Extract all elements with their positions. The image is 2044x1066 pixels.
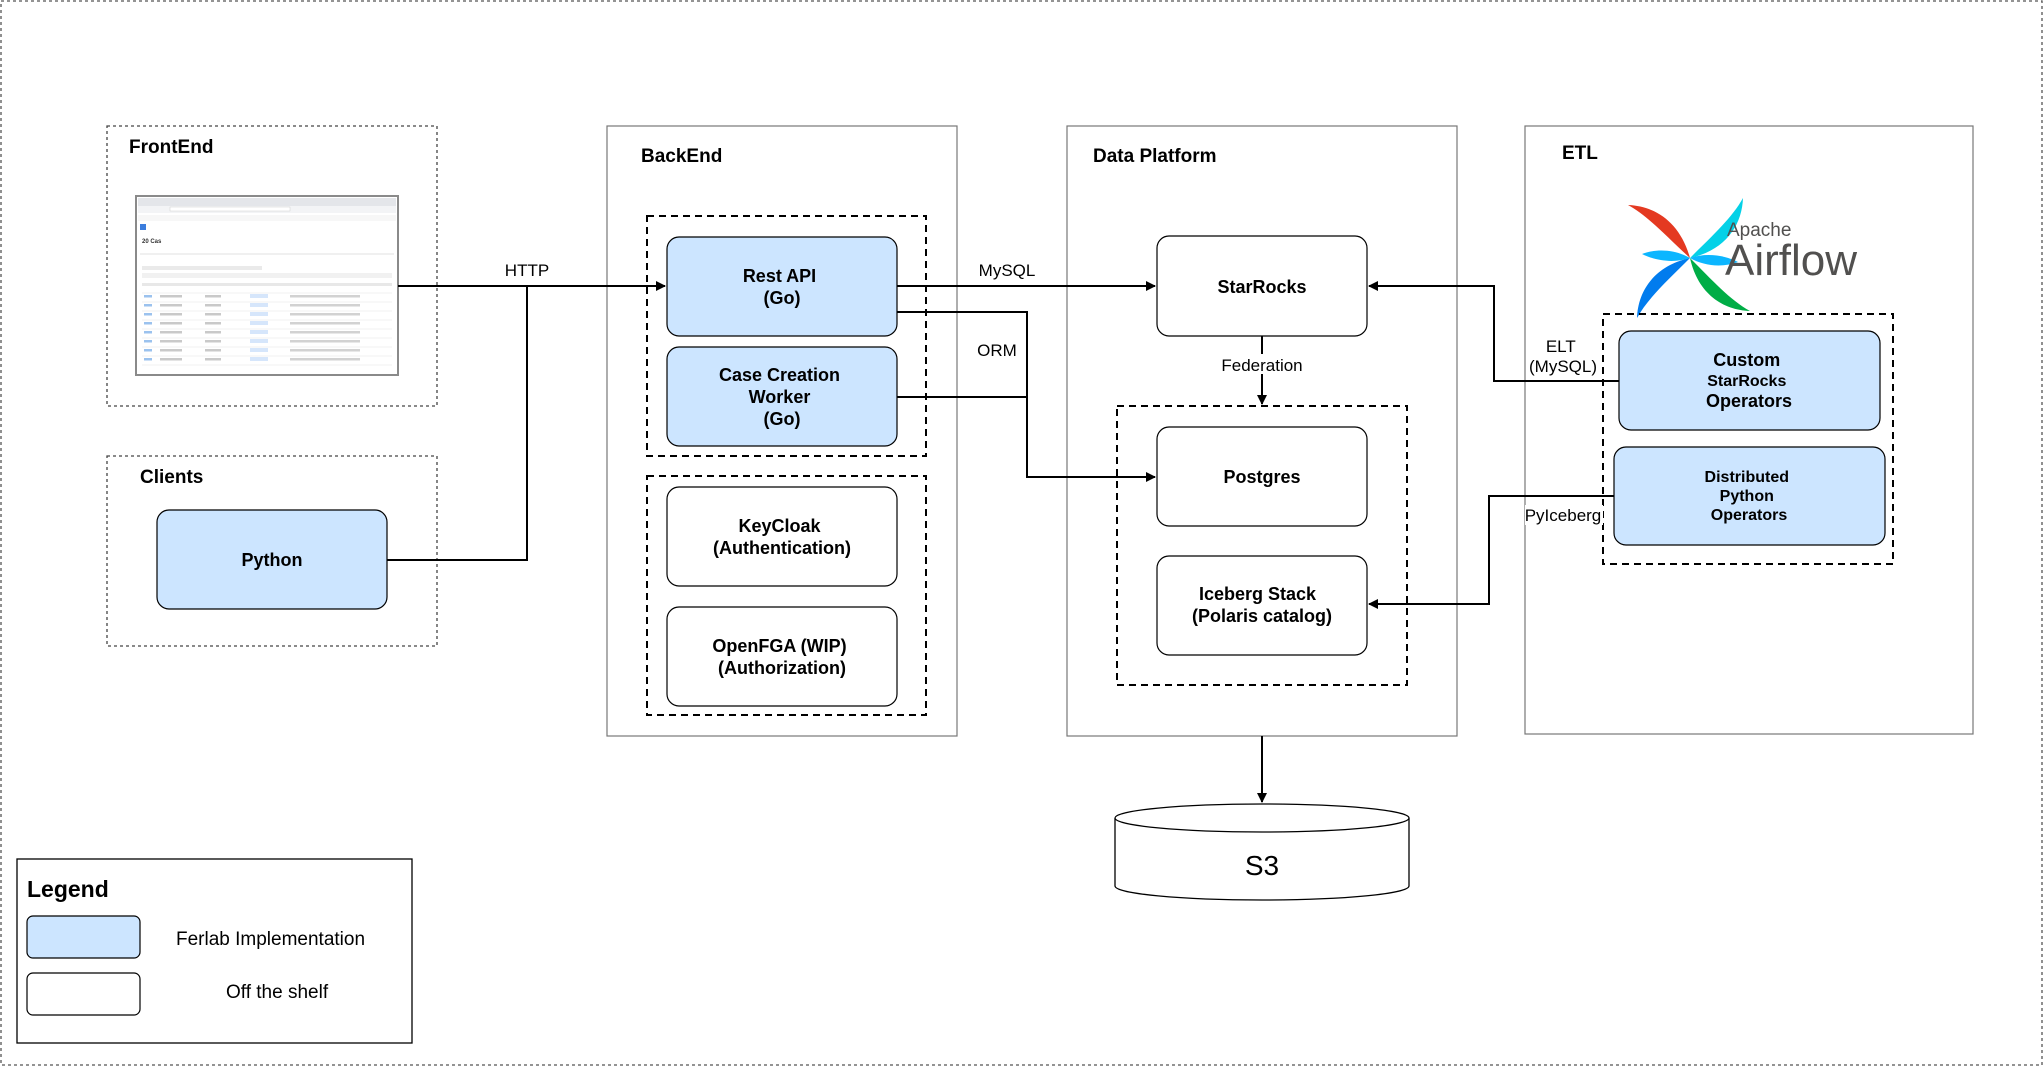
federation-label: Federation <box>1221 356 1302 375</box>
backend-group: BackEnd Rest API (Go) Case Creation Work… <box>606 125 958 737</box>
openfga-node <box>666 606 898 707</box>
starrocks-label: StarRocks <box>1217 277 1306 297</box>
connectors <box>387 281 1619 803</box>
s3-storage-node: S3 <box>1114 803 1410 901</box>
iceberg-node <box>1156 555 1368 656</box>
keycloak-label: KeyCloak (Authentication) <box>713 516 851 558</box>
edge-rest-to-postgres <box>897 311 1156 482</box>
case-worker-label: Case Creation Worker (Go) <box>719 365 845 429</box>
keycloak-node <box>666 486 898 587</box>
data-platform-group: Data Platform StarRocks Postgres Iceberg… <box>1066 125 1458 737</box>
legend: Legend Ferlab Implementation Off the she… <box>16 858 413 1044</box>
postgres-node <box>1156 426 1368 527</box>
pyiceberg-label: PyIceberg <box>1525 506 1602 525</box>
orm-label: ORM <box>977 341 1017 360</box>
data-platform-title: Data Platform <box>1093 146 1217 167</box>
airflow-logo-airflow: Airflow <box>1725 236 1857 285</box>
mysql-label: MySQL <box>979 261 1036 280</box>
rest-api-label: Rest API (Go) <box>743 266 821 308</box>
clients-title: Clients <box>140 467 203 488</box>
etl-title: ETL <box>1562 143 1598 164</box>
legend-implementation-swatch <box>26 915 141 959</box>
python-client-label: Python <box>242 550 303 570</box>
frontend-group: FrontEnd 20 Cas <box>106 125 438 407</box>
backend-services-box <box>646 215 927 457</box>
frontend-title: FrontEnd <box>129 137 213 158</box>
backend-auth-box <box>646 475 927 716</box>
rest-api-node <box>666 236 898 337</box>
clients-group: Clients Python <box>106 455 438 647</box>
etl-operators-box <box>1602 313 1894 565</box>
elt-label: ELT (MySQL) <box>1529 337 1597 376</box>
airflow-logo-apache: Apache <box>1727 220 1791 241</box>
legend-implementation-label: Ferlab Implementation <box>176 929 365 950</box>
frontend-screenshot-image: 20 Cas <box>135 195 399 376</box>
legend-offshelf-swatch <box>26 972 141 1016</box>
edge-python-to-rest <box>387 286 528 561</box>
legend-offshelf-label: Off the shelf <box>226 982 329 1003</box>
custom-operators-label: Custom StarRocks Operators <box>1706 350 1792 411</box>
distributed-operators-label: Distributed Python Operators <box>1705 469 1794 524</box>
edge-operators-to-iceberg <box>1368 495 1614 609</box>
legend-title: Legend <box>27 876 109 902</box>
s3-label: S3 <box>1245 850 1279 881</box>
backend-title: BackEnd <box>641 146 722 167</box>
screenshot-heading: 20 Cas <box>142 239 162 245</box>
storage-box <box>1116 405 1408 686</box>
http-label: HTTP <box>505 261 549 280</box>
openfga-label: OpenFGA (WIP) (Authorization) <box>712 636 851 678</box>
iceberg-label: Iceberg Stack (Polaris catalog) <box>1192 584 1332 626</box>
connector-labels: HTTP MySQL ORM Federation ELT (MySQL) Py… <box>505 261 1603 525</box>
etl-group: ETL Apache Airflow Custom StarRocks Oper… <box>1524 125 1974 735</box>
postgres-label: Postgres <box>1223 467 1300 487</box>
edge-operators-to-starrocks <box>1368 281 1619 382</box>
airflow-logo: Apache Airflow <box>1628 198 1857 318</box>
